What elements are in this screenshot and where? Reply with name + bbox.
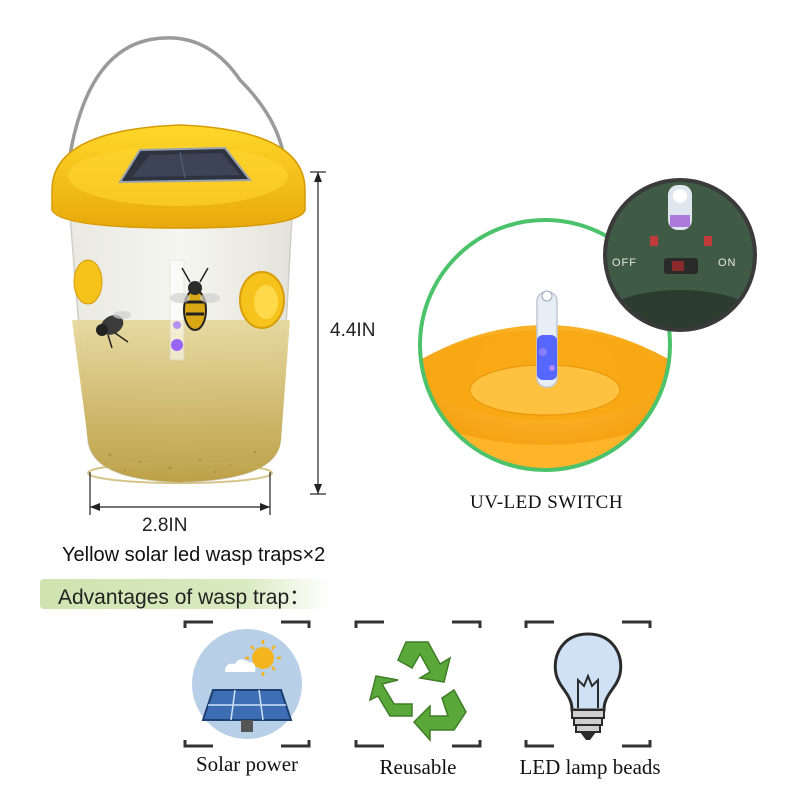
switch-detail <box>603 178 757 332</box>
solar-panel-icon <box>183 620 311 748</box>
wasp-insect-2 <box>96 311 131 349</box>
advantages-title: Advantages of wasp trap： <box>58 586 311 609</box>
product-caption: Yellow solar led wasp traps×2 <box>62 544 326 566</box>
feature-label-solar-power: Solar power <box>195 752 299 776</box>
bait-liquid <box>72 320 290 482</box>
wire-handle <box>68 36 288 186</box>
light-bulb-icon <box>524 620 652 748</box>
entry-port-left <box>73 259 103 305</box>
green-highlight-ring <box>418 218 672 472</box>
uv-led-switch-caption: UV-LED SWITCH <box>470 492 624 513</box>
wasp-insect-1 <box>170 267 220 331</box>
advantages-banner <box>40 579 330 609</box>
switch-off-label: OFF <box>612 257 637 269</box>
switch-on-label: ON <box>718 257 737 269</box>
recycle-icon <box>354 620 482 748</box>
height-dimension-label: 4.4IN <box>330 320 376 341</box>
feature-label-led-lamp-beads: LED lamp beads <box>519 755 661 779</box>
wasp-trap-illustration <box>51 36 757 515</box>
width-dimension-label: 2.8IN <box>142 515 188 536</box>
feature-label-reusable: Reusable <box>379 755 457 779</box>
